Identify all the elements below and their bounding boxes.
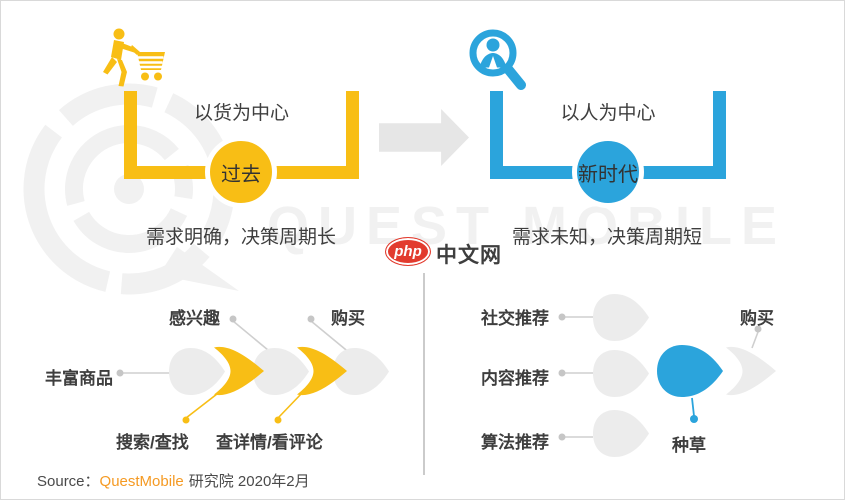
goods-label-details-reviews: 查详情/看评论 <box>216 433 323 452</box>
seeding-leaf-highlight <box>657 345 723 397</box>
brand-watermark-text: QUEST MOBILE <box>267 196 787 256</box>
stage-leaf <box>593 410 649 457</box>
goods-label-search: 搜索/查找 <box>116 433 189 452</box>
action-chevron <box>726 346 776 396</box>
past-caption: 需求明确，决策周期长 <box>145 227 336 248</box>
people-label-purchase: 购买 <box>740 309 774 328</box>
person-magnifier-icon <box>469 29 526 90</box>
goods-journey-diagram <box>116 315 389 424</box>
stage-leaf <box>593 294 649 341</box>
new-era-badge: 新时代 <box>572 136 644 208</box>
goods-label-purchase: 购买 <box>331 309 365 328</box>
people-label-seeding: 种草 <box>672 436 706 455</box>
people-journey-diagram <box>558 294 776 457</box>
bottom-divider <box>423 273 425 475</box>
new-era-title: 以人为中心 <box>560 103 656 124</box>
past-title: 以货为中心 <box>193 103 289 124</box>
people-label-algorithm-rec: 算法推荐 <box>481 433 549 452</box>
stage-leaf <box>333 348 389 395</box>
questmobile-logo-watermark <box>23 83 239 295</box>
new-era-caption: 需求未知，决策周期短 <box>511 227 702 248</box>
source-suffix: 研究院 2020年2月 <box>188 473 310 490</box>
past-badge: 过去 <box>205 136 277 208</box>
action-chevron <box>297 346 347 396</box>
shopping-cart-icon <box>103 28 165 87</box>
action-chevron <box>214 346 264 396</box>
people-label-content-rec: 内容推荐 <box>481 369 549 388</box>
php-site-badge: php <box>385 237 431 266</box>
stage-leaf <box>593 350 649 397</box>
transition-arrow-icon <box>379 109 469 166</box>
source-prefix: Source： <box>37 473 100 490</box>
php-site-name: 中文网 <box>436 244 502 267</box>
goods-label-rich-products: 丰富商品 <box>45 369 113 388</box>
stage-leaf <box>169 348 225 395</box>
source-brand: QuestMobile <box>99 473 184 490</box>
stage-leaf <box>253 348 309 395</box>
goods-label-interested: 感兴趣 <box>169 309 220 328</box>
people-label-social-rec: 社交推荐 <box>481 309 549 328</box>
